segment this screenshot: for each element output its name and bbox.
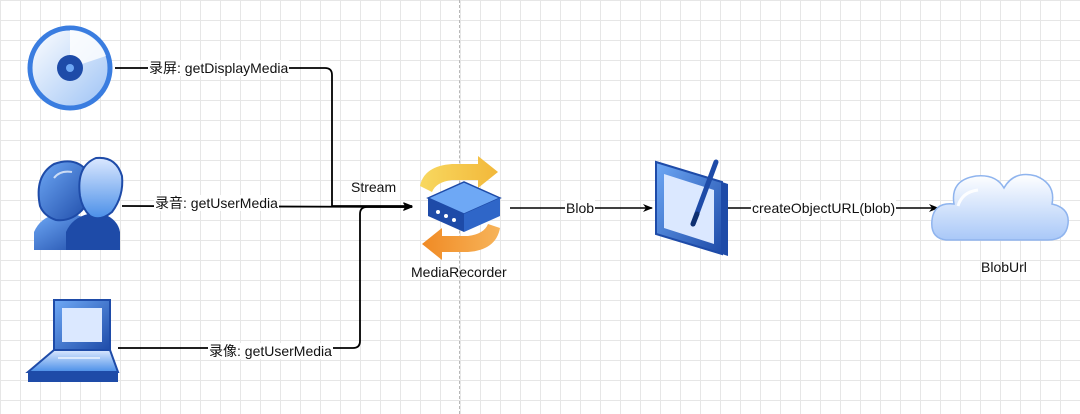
- cloud-icon: [931, 173, 1069, 241]
- node-label-media-recorder: MediaRecorder: [411, 264, 507, 280]
- node-label-blob-url: BlobUrl: [981, 259, 1027, 275]
- edge-label-screen: 录屏: getDisplayMedia: [148, 60, 290, 76]
- edge-label-audio: 录音: getUserMedia: [154, 195, 279, 211]
- edge-label-video: 录像: getUserMedia: [208, 343, 333, 359]
- users-icon: [34, 156, 124, 250]
- laptop-icon: [25, 299, 120, 382]
- disc-icon: [27, 25, 113, 111]
- edge-video-to-recorder: [118, 203, 413, 349]
- edge-screen-to-recorder: [115, 67, 413, 210]
- edge-label-stream: Stream: [351, 179, 397, 195]
- media-recorder-icon: [420, 156, 502, 260]
- tablet-pen-icon: [655, 159, 728, 256]
- edge-label-blob: Blob: [565, 200, 596, 216]
- edge-label-create-url: createObjectURL(blob): [751, 200, 897, 216]
